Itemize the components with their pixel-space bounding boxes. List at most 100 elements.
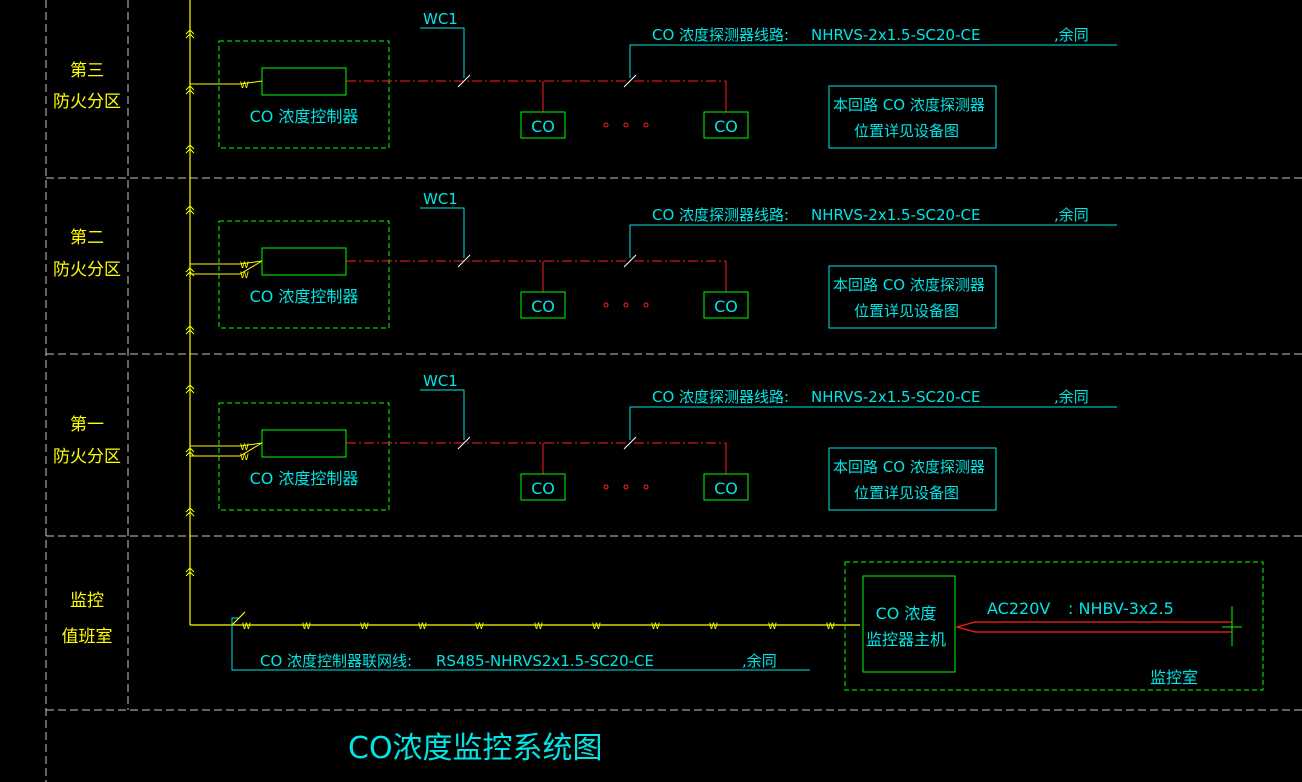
cable-suffix: ,余同 <box>1054 26 1089 44</box>
ellipsis-dot <box>623 302 629 308</box>
network-leader-line <box>231 617 810 671</box>
zone-0-label-line2: 值班室 <box>62 627 113 647</box>
note-line1: 本回路 CO 浓度探测器 <box>833 458 985 476</box>
diagram-title: CO浓度监控系统图 <box>348 731 603 766</box>
co-detector-label: CO <box>531 479 555 498</box>
co-detector-box <box>520 111 566 139</box>
controller-tap <box>190 442 263 447</box>
bus-break-mark <box>185 267 195 277</box>
controller-label: CO 浓度控制器 <box>250 107 359 126</box>
tap-w-mark: W <box>240 81 249 91</box>
network-w-mark: W <box>651 622 660 632</box>
cable-prefix: CO 浓度探测器线路: <box>652 388 789 406</box>
co-detector-label: CO <box>714 297 738 316</box>
ellipsis-dot <box>643 484 649 490</box>
note-line2: 位置详见设备图 <box>854 484 959 502</box>
controller-tap <box>190 260 263 265</box>
note-box <box>828 85 997 149</box>
co-detector-box <box>703 473 749 501</box>
zone-1-label-line2: 防火分区 <box>53 447 121 467</box>
monitor-host-line2: 监控器主机 <box>866 630 946 649</box>
ellipsis-dot <box>603 302 609 308</box>
network-w-mark: W <box>242 622 251 632</box>
cable-leader <box>629 224 1117 258</box>
note-box <box>828 447 997 511</box>
note-line1: 本回路 CO 浓度探测器 <box>833 96 985 114</box>
note-line2: 位置详见设备图 <box>854 302 959 320</box>
zone-3-label-line1: 第三 <box>70 61 104 81</box>
network-label-suffix: ,余同 <box>742 652 777 670</box>
cable-break-mark <box>623 74 637 88</box>
circuits: CO 浓度控制器 W WC1 CO 浓度探测器线路: NHRVS-2x1.5-SC20-… <box>190 10 1117 511</box>
co-detector-box <box>703 111 749 139</box>
monitor-room-boundary <box>844 561 1264 691</box>
note-box <box>828 265 997 329</box>
co-detector-box <box>520 473 566 501</box>
network-w-mark: W <box>709 622 718 632</box>
monitor-host-line1: CO 浓度 <box>876 604 937 623</box>
tap-w-mark: W <box>240 453 249 463</box>
co-detector-label: CO <box>714 117 738 136</box>
bus-break-mark <box>185 567 195 577</box>
note-line2: 位置详见设备图 <box>854 122 959 140</box>
power-arrow-icon <box>954 621 1232 633</box>
wc-leader <box>420 207 465 258</box>
zone-0-label-line1: 监控 <box>70 591 104 611</box>
ellipsis-dot <box>603 122 609 128</box>
network-bus <box>189 0 860 626</box>
cable-leader <box>629 44 1117 78</box>
cable-spec: NHRVS-2x1.5-SC20-CE <box>811 26 980 44</box>
cable-suffix: ,余同 <box>1054 388 1089 406</box>
power-spec: : NHBV-3x2.5 <box>1068 599 1174 618</box>
network-w-mark: W <box>534 622 543 632</box>
wc-break-mark <box>457 74 471 88</box>
bus-break-mark <box>185 447 195 457</box>
zone-2-label-line2: 防火分区 <box>53 260 121 280</box>
controller-box <box>261 67 347 96</box>
wc-break-mark <box>457 254 471 268</box>
network-label: CO 浓度控制器联网线: RS485-NHRVS2x1.5-SC20-CE ,余… <box>231 611 810 671</box>
network-w-mark: W <box>768 622 777 632</box>
co-detector-label: CO <box>531 297 555 316</box>
wc-leader <box>420 389 465 440</box>
co-detector-box <box>520 291 566 319</box>
tap-w-mark: W <box>240 443 249 453</box>
bus-break-mark <box>185 507 195 517</box>
bus-break-mark <box>185 144 195 154</box>
cable-leader <box>629 406 1117 440</box>
monitor-room-label: 监控室 <box>1150 668 1198 687</box>
wc-label: WC1 <box>423 190 458 208</box>
ellipsis-dot <box>623 122 629 128</box>
bus-break-mark <box>185 205 195 215</box>
controller-box <box>261 429 347 458</box>
wc-label: WC1 <box>423 372 458 390</box>
network-w-mark: W <box>592 622 601 632</box>
bus-break-mark <box>185 29 195 39</box>
zone-1-label-line1: 第一 <box>70 415 104 435</box>
wc-leader <box>420 27 465 78</box>
controller-tap <box>190 80 263 85</box>
controller-label: CO 浓度控制器 <box>250 287 359 306</box>
controller-zone <box>218 40 390 149</box>
wc-label: WC1 <box>423 10 458 28</box>
network-label-spec: RS485-NHRVS2x1.5-SC20-CE <box>436 652 654 670</box>
controller-box <box>261 247 347 276</box>
zone-3-label-line2: 防火分区 <box>53 92 121 112</box>
bus-break-marks <box>185 29 195 577</box>
controller-tap <box>190 260 263 275</box>
network-w-mark: W <box>418 622 427 632</box>
power-label: AC220V <box>987 599 1050 618</box>
network-w-mark: W <box>360 622 369 632</box>
cable-prefix: CO 浓度探测器线路: <box>652 206 789 224</box>
monitor-room: CO 浓度 监控器主机 AC220V : NHBV-3x2.5 监控室 <box>844 561 1264 691</box>
zone-2-label-line1: 第二 <box>70 228 104 248</box>
monitor-host-box <box>862 575 956 673</box>
cable-spec: NHRVS-2x1.5-SC20-CE <box>811 388 980 406</box>
network-w-mark: W <box>302 622 311 632</box>
network-w-mark: W <box>475 622 484 632</box>
cable-break-mark <box>623 254 637 268</box>
co-detector-label: CO <box>714 479 738 498</box>
